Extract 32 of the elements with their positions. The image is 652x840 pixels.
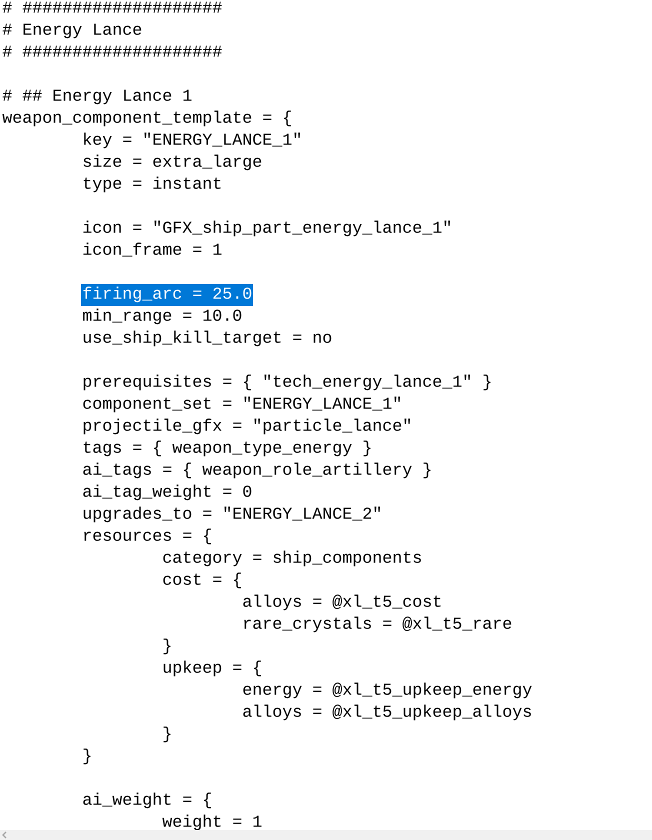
code-line: icon_frame = 1: [83, 242, 222, 257]
code-line: prerequisites = { "tech_energy_lance_1" }: [84, 374, 490, 390]
code-line: rare_crystals = @xl_t5_rare: [244, 616, 512, 632]
code-line: ai_tags = { weapon_role_artillery }: [83, 462, 430, 478]
code-line: icon = "GFX_ship_part_energy_lance_1": [83, 220, 450, 236]
code-line: projectile_gfx = "particle_lance": [84, 418, 410, 434]
code-line: weight = 1: [162, 814, 262, 830]
code-line: weapon_component_template = {: [2, 110, 291, 126]
code-line: # ####################: [2, 2, 222, 13]
code-line: use_ship_kill_target = no: [84, 330, 332, 346]
code-line: ai_tag_weight = 0: [83, 484, 252, 500]
code-line: type = instant: [84, 176, 221, 192]
code-line: upgrades_to = "ENERGY_LANCE_2": [84, 506, 380, 522]
code-line: resources = {: [84, 528, 211, 544]
code-line: upkeep = {: [164, 660, 261, 676]
code-line: component_set = "ENERGY_LANCE_1": [83, 396, 400, 412]
code-line: alloys = @xl_t5_cost: [243, 594, 441, 610]
code-line: tags = { weapon_type_energy }: [84, 440, 370, 456]
code-line: ai_weight = {: [83, 792, 211, 808]
code-line: key = "ENERGY_LANCE_1": [84, 132, 300, 148]
code-line: min_range = 10.0: [83, 308, 242, 324]
code-line: energy = @xl_t5_upkeep_energy: [243, 682, 532, 698]
code-line: }: [84, 748, 90, 764]
code-line: # ####################: [2, 46, 222, 57]
code-line: # Energy Lance: [2, 24, 142, 38]
code-line: size = extra_large: [84, 154, 262, 170]
code-line: }: [164, 638, 170, 654]
code-line: alloys = @xl_t5_upkeep_alloys: [243, 704, 531, 720]
code-line: # ## Energy Lance 1: [2, 90, 192, 104]
code-line: category = ship_components: [163, 550, 421, 566]
code-line: }: [164, 726, 170, 742]
code-line: cost = {: [163, 572, 241, 588]
